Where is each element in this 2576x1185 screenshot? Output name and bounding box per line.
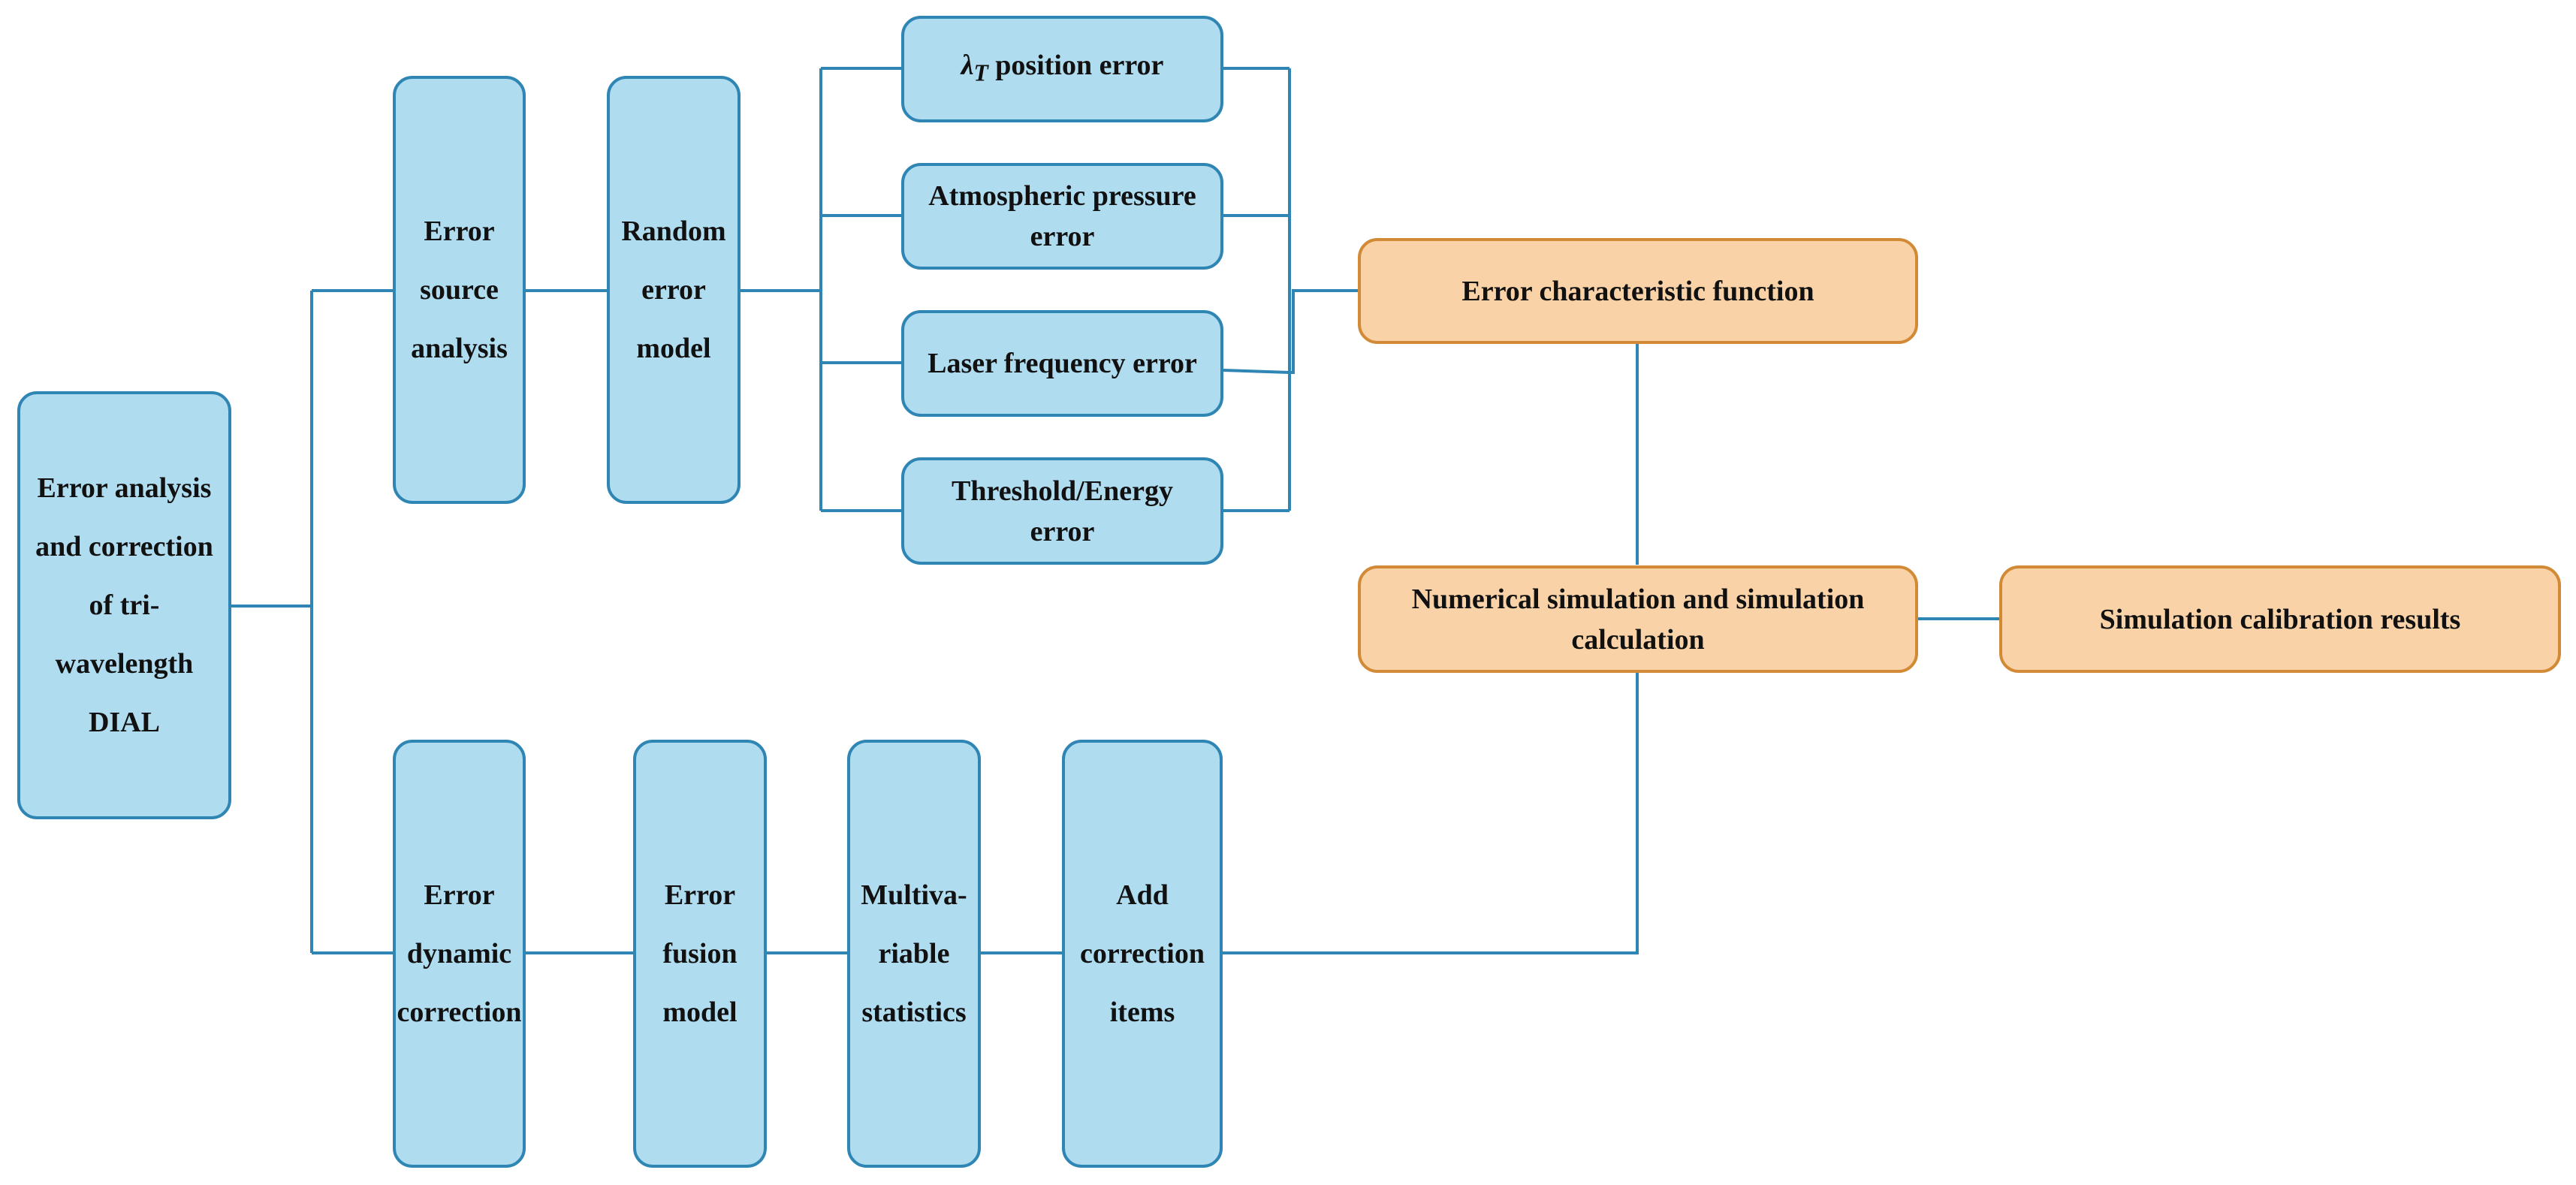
model-line-3: model bbox=[636, 333, 711, 364]
calibration-label: Simulation calibration results bbox=[2099, 603, 2461, 635]
root-line-2: and correction bbox=[35, 531, 213, 562]
lambda-text: position error bbox=[995, 49, 1164, 81]
model-line-1: Random bbox=[621, 216, 726, 247]
error-source-analysis-node: Error source analysis bbox=[393, 76, 526, 504]
dynamic-line-2: dynamic bbox=[406, 938, 512, 969]
correction-line-2: correction bbox=[1080, 938, 1205, 969]
correction-line-3: items bbox=[1109, 997, 1175, 1028]
multivariable-statistics-node: Multiva- riable statistics bbox=[847, 740, 981, 1168]
stats-line-1: Multiva- bbox=[861, 879, 967, 911]
laser-label: Laser frequency error bbox=[928, 348, 1197, 379]
lambda-symbol: λ bbox=[961, 49, 974, 81]
numerical-simulation-node: Numerical simulation and simulation calc… bbox=[1358, 565, 1918, 673]
correction-line-1: Add bbox=[1116, 879, 1169, 911]
threshold-line-1: Threshold/Energy bbox=[952, 475, 1173, 507]
root-line-5: DIAL bbox=[88, 707, 160, 738]
error-characteristic-function-node: Error characteristic function bbox=[1358, 238, 1918, 344]
source-line-3: analysis bbox=[411, 333, 508, 364]
stats-line-3: statistics bbox=[861, 997, 967, 1028]
characteristic-label: Error characteristic function bbox=[1461, 275, 1814, 307]
simulation-line-2: calculation bbox=[1571, 623, 1705, 656]
add-correction-items-node: Add correction items bbox=[1062, 740, 1223, 1168]
threshold-line-2: error bbox=[1030, 515, 1095, 547]
dynamic-line-3: correction bbox=[397, 997, 522, 1028]
fusion-line-2: fusion bbox=[662, 938, 738, 969]
error-dynamic-correction-node: Error dynamic correction bbox=[393, 740, 526, 1168]
root-line-1: Error analysis bbox=[37, 472, 212, 504]
root-line-3: of tri- bbox=[89, 589, 160, 621]
pressure-line-2: error bbox=[1030, 221, 1095, 252]
source-line-1: Error bbox=[424, 216, 495, 247]
stats-line-2: riable bbox=[878, 938, 950, 969]
root-line-4: wavelength bbox=[55, 648, 194, 680]
connector-from-laser bbox=[1223, 369, 1290, 374]
atmospheric-pressure-error-node: Atmospheric pressure error bbox=[901, 163, 1223, 270]
model-line-2: error bbox=[641, 274, 706, 306]
lambda-subscript: T bbox=[973, 59, 988, 86]
dynamic-line-1: Error bbox=[424, 879, 495, 911]
error-fusion-model-node: Error fusion model bbox=[633, 740, 767, 1168]
root-node: Error analysis and correction of tri- wa… bbox=[17, 391, 231, 819]
fusion-line-3: model bbox=[662, 997, 738, 1028]
connector-errors-merge bbox=[1290, 289, 1358, 374]
source-line-2: source bbox=[420, 274, 499, 306]
simulation-line-1: Numerical simulation and simulation bbox=[1411, 583, 1865, 615]
connector-correction-simulation bbox=[1223, 673, 1639, 954]
random-error-model-node: Random error model bbox=[607, 76, 741, 504]
fusion-line-1: Error bbox=[664, 879, 736, 911]
simulation-calibration-results-node: Simulation calibration results bbox=[1999, 565, 2561, 673]
laser-frequency-error-node: Laser frequency error bbox=[901, 310, 1223, 417]
pressure-line-1: Atmospheric pressure bbox=[928, 180, 1196, 212]
threshold-energy-error-node: Threshold/Energy error bbox=[901, 457, 1223, 565]
lambda-label: λT position error bbox=[961, 45, 1164, 94]
lambda-position-error-node: λT position error bbox=[901, 16, 1223, 122]
